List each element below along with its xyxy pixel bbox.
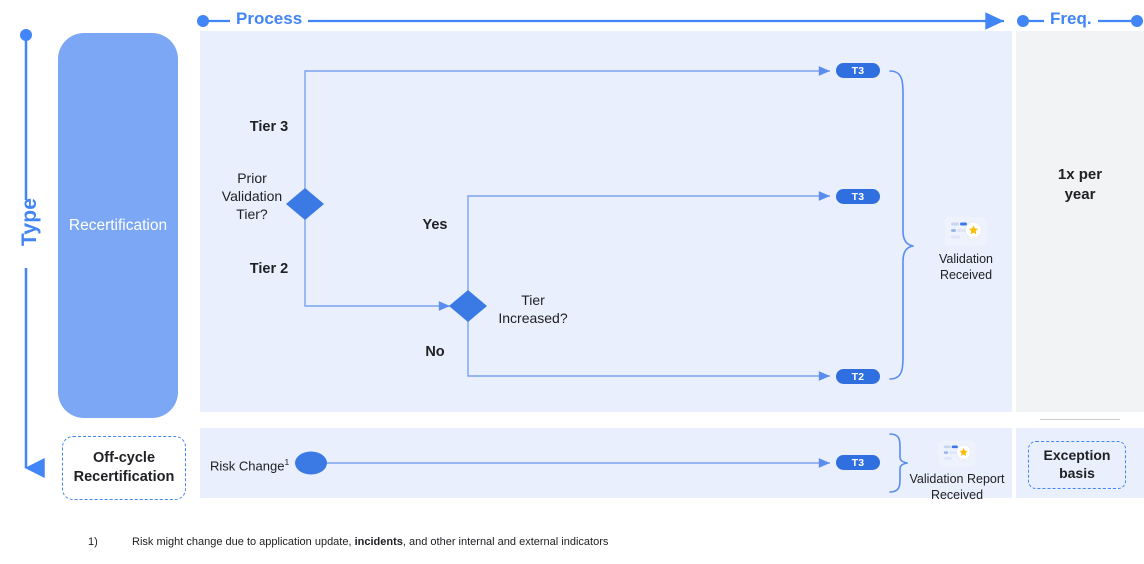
frequency-axis-end-dot bbox=[1131, 15, 1143, 27]
frequency-axis: Freq. bbox=[1016, 9, 1144, 31]
branch-label-tier-2: Tier 2 bbox=[249, 261, 289, 277]
risk-change-footnote-marker: 1 bbox=[284, 457, 290, 467]
footnote: 1) Risk might change due to application u… bbox=[88, 536, 1068, 548]
process-axis-start-dot bbox=[197, 15, 209, 27]
outcome-validation-report-received: Validation Report Received bbox=[892, 438, 1022, 504]
branch-label-yes: Yes bbox=[422, 217, 448, 233]
edge-yes-to-t3 bbox=[467, 191, 830, 296]
frequency-exception-line1: Exception bbox=[1043, 447, 1111, 464]
decision2-label-line1: Tier bbox=[521, 292, 545, 308]
frequency-value-line2: year bbox=[1064, 185, 1096, 203]
edge-no-to-t2 bbox=[467, 316, 830, 381]
branch-label-tier-3: Tier 3 bbox=[249, 119, 289, 135]
decision-diamond-prior-validation-tier bbox=[286, 188, 324, 220]
row-label-off-cycle-line1: Off-cycle bbox=[92, 450, 156, 467]
decision-label-line3: Tier? bbox=[236, 205, 268, 222]
type-axis-start-dot bbox=[20, 29, 32, 41]
frequency-value-exception-basis[interactable]: Exception basis bbox=[1028, 441, 1126, 489]
award-badge-icon bbox=[945, 217, 987, 246]
outcome-label-line2: Received bbox=[939, 268, 993, 283]
tier-badge-t3-off-cycle[interactable]: T3 bbox=[836, 455, 880, 470]
row-label-recertification-text: Recertification bbox=[68, 216, 168, 234]
frequency-value-line1: 1x per bbox=[1057, 166, 1103, 183]
decision-label-tier-increased: Tier Increased? bbox=[478, 292, 588, 328]
outcome-label-line1: Validation bbox=[939, 252, 993, 266]
type-axis: Type bbox=[0, 0, 56, 500]
tier-badge-t3-middle[interactable]: T3 bbox=[836, 189, 880, 204]
decision-diamond-tier-increased bbox=[449, 290, 487, 322]
tier-badge-t3-top[interactable]: T3 bbox=[836, 63, 880, 78]
frequency-axis-start-dot bbox=[1017, 15, 1029, 27]
decision2-label-line2: Increased? bbox=[498, 309, 568, 326]
frequency-axis-label: Freq. bbox=[1044, 9, 1098, 29]
row-label-recertification[interactable]: Recertification bbox=[58, 33, 178, 418]
row-label-off-cycle-line2: Recertification bbox=[73, 469, 175, 485]
footnote-text-after: , and other internal and external indica… bbox=[402, 536, 609, 548]
outcome-oc-label-line1: Validation Report bbox=[909, 472, 1005, 486]
recertification-flow-diagram bbox=[200, 31, 1012, 412]
outcome-grouping-brace bbox=[889, 70, 914, 380]
process-axis: Process bbox=[196, 9, 1010, 31]
decision-label-line2: Validation bbox=[221, 187, 283, 204]
outcome-validation-received: Validation Received bbox=[910, 214, 1022, 284]
edge-tier2-to-decision2 bbox=[304, 214, 450, 311]
frequency-value-recertification: 1x per year bbox=[1016, 165, 1144, 205]
outcome-grouping-brace-off-cycle bbox=[889, 433, 908, 493]
branch-label-no: No bbox=[425, 344, 445, 360]
process-axis-label: Process bbox=[230, 9, 309, 29]
award-badge-icon bbox=[938, 440, 976, 467]
frequency-panel-divider bbox=[1040, 419, 1120, 420]
edge-tier3-to-t3 bbox=[304, 66, 830, 194]
start-node-risk-change bbox=[295, 451, 327, 475]
decision-label-line1: Prior bbox=[237, 170, 267, 186]
footnote-text-before: Risk might change due to application upd… bbox=[132, 536, 355, 548]
tier-badge-t2-bottom[interactable]: T2 bbox=[836, 369, 880, 384]
frequency-exception-line2: basis bbox=[1059, 465, 1095, 481]
off-cycle-flow-diagram bbox=[200, 428, 1012, 498]
risk-change-text: Risk Change bbox=[210, 458, 285, 474]
row-label-off-cycle-recertification[interactable]: Off-cycle Recertification bbox=[62, 436, 186, 500]
outcome-oc-label-line2: Received bbox=[930, 488, 984, 503]
process-panel-recertification bbox=[200, 31, 1012, 412]
start-node-label-risk-change: Risk Change1 bbox=[210, 457, 289, 473]
footnote-text-bold: incidents bbox=[354, 536, 403, 548]
decision-label-prior-validation-tier: Prior Validation Tier? bbox=[212, 170, 292, 223]
frequency-panel-recertification bbox=[1016, 31, 1144, 412]
footnote-number: 1) bbox=[88, 536, 98, 548]
type-axis-label: Type bbox=[18, 197, 41, 247]
